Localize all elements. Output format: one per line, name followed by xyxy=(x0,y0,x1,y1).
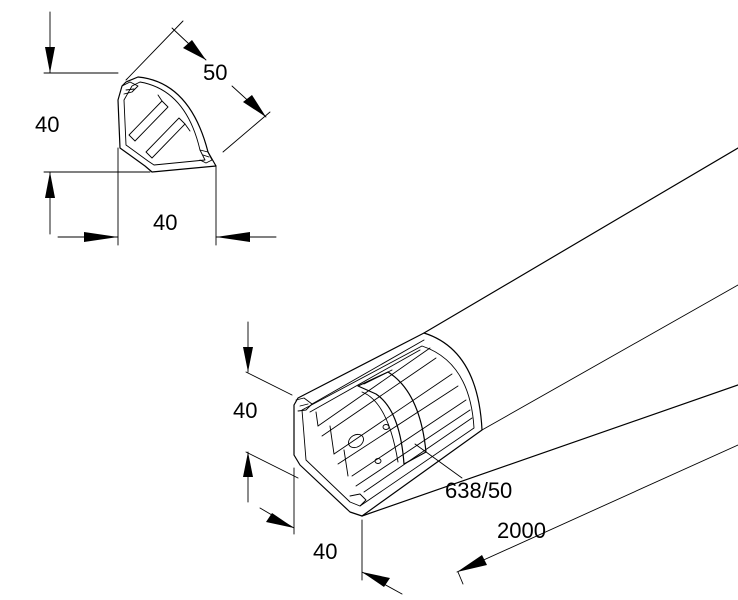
profile-width-label: 40 xyxy=(153,210,177,235)
profile-diagonal-label: 50 xyxy=(203,60,227,85)
duct-width-dimension: 40 xyxy=(259,467,403,595)
duct-length-dimension: 2000 xyxy=(456,444,738,585)
duct-height-dimension: 40 xyxy=(233,321,299,503)
part-reference-label: 638/50 xyxy=(445,478,512,503)
duct-length-label: 2000 xyxy=(497,518,546,543)
profile-height-dimension: 40 xyxy=(35,11,151,235)
duct-width-label: 40 xyxy=(313,539,337,564)
duct-isometric xyxy=(293,147,738,517)
profile-height-label: 40 xyxy=(35,112,59,137)
profile-width-dimension: 40 xyxy=(57,147,277,246)
duct-height-label: 40 xyxy=(233,398,257,423)
profile-diagonal-dimension: 50 xyxy=(125,20,271,153)
part-reference-callout: 638/50 xyxy=(414,443,512,503)
profile-cross-section xyxy=(117,76,217,173)
